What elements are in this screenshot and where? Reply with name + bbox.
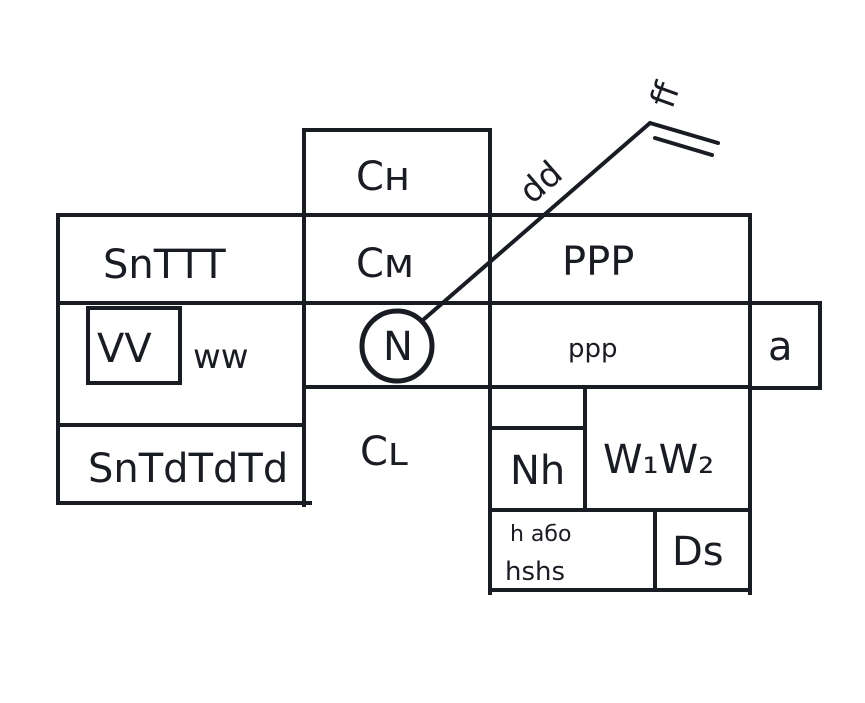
label-sn-ttt: SnTTT (103, 242, 226, 288)
label-cl: Cʟ (360, 429, 408, 475)
wind-barb-tick (648, 121, 720, 145)
label-dd: dd (512, 153, 571, 212)
label-ch: Cн (356, 154, 410, 200)
label-ww: ww (193, 337, 249, 377)
label-vv: VV (97, 326, 152, 372)
label-h-line1: h або (510, 522, 571, 547)
label-a: a (768, 324, 793, 370)
wind-barb (421, 121, 720, 322)
label-ppp-upper: PPP (562, 239, 634, 285)
label-n: N (383, 324, 413, 370)
diagram-labels: Cн Cм Cʟ N SnTTT VV ww SnTdTdTd PPP ppp … (88, 76, 793, 587)
label-cm: Cм (356, 241, 414, 287)
wind-shaft (421, 121, 652, 322)
grid-lines (56, 128, 822, 595)
label-ff: ff (643, 76, 689, 113)
label-h-line2: hshs (505, 557, 565, 587)
station-circle (359, 308, 435, 384)
label-ppp-lower: ppp (568, 334, 618, 364)
label-sn-td: SnTdTdTd (88, 446, 288, 492)
wind-barb-tick-2 (653, 136, 714, 157)
label-nh: Nh (510, 448, 565, 494)
label-ds: Ds (672, 529, 724, 575)
label-w1w2: W₁W₂ (603, 437, 714, 483)
